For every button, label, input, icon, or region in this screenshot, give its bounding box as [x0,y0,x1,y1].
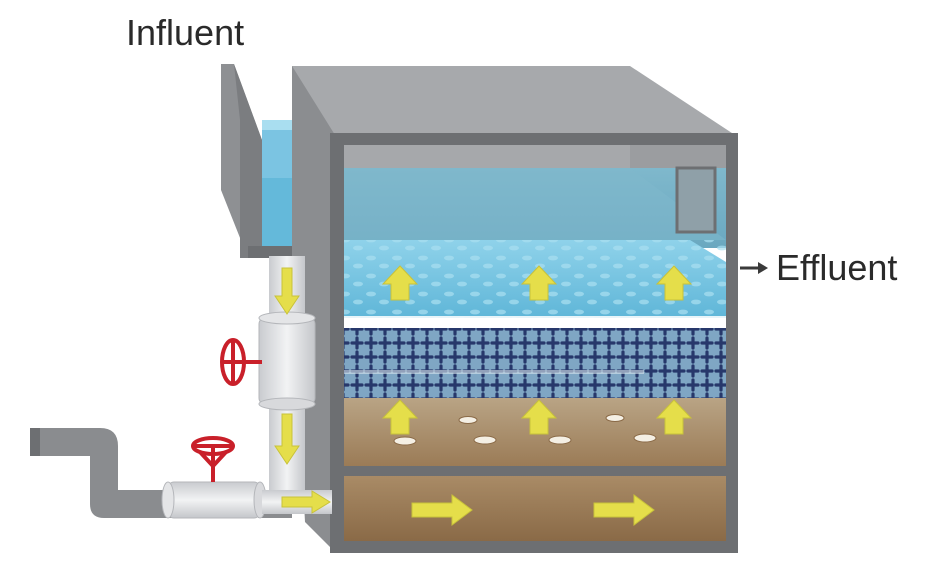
effluent-arrow-icon [740,262,768,274]
filter-media-bed [344,328,726,398]
valve-icon[interactable] [222,340,262,384]
inlet-chamber [344,476,726,541]
effluent-label: Effluent [776,250,897,286]
influent-label: Influent [126,15,244,51]
valve-icon[interactable] [193,438,233,482]
